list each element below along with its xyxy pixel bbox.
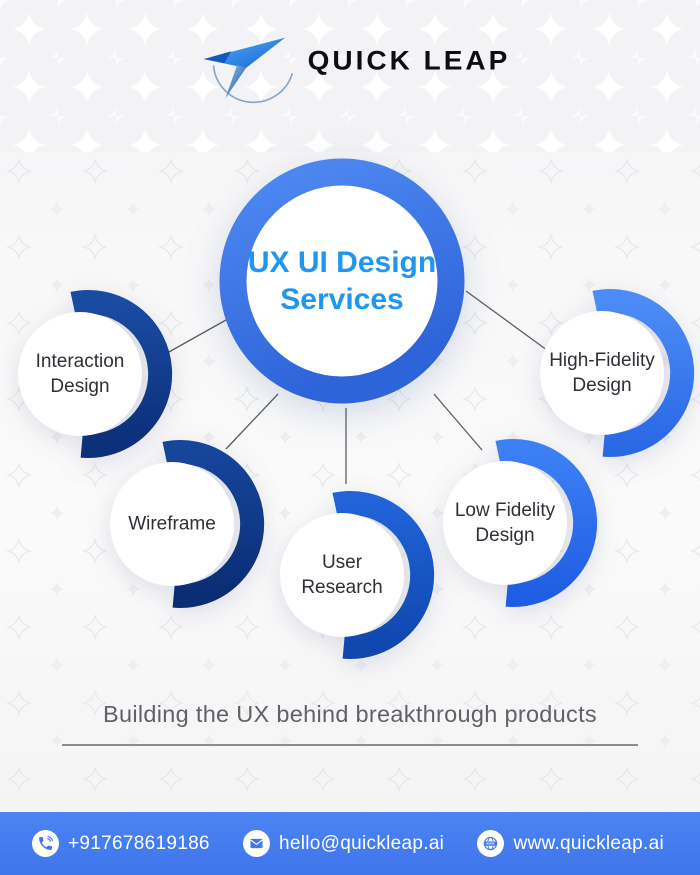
- node-label-line2: Design: [572, 375, 632, 396]
- paper-plane-swoosh-icon: [203, 37, 293, 104]
- contact-bar: +917678619186 hello@quickleap.ai www: [0, 812, 700, 875]
- node-label-line1: User: [321, 551, 363, 573]
- center-title-line2: Services: [280, 283, 404, 316]
- tagline: Building the UX behind breakthrough prod…: [103, 701, 597, 727]
- node-high-fidelity-design: High-Fidelity Design: [510, 273, 700, 473]
- globe-www-badge: www: [486, 842, 496, 846]
- website-contact[interactable]: www www.quickleap.ai: [477, 830, 664, 857]
- brand-wordmark: QUICK LEAP: [307, 45, 511, 76]
- node-label: Wireframe: [107, 511, 237, 536]
- node-wireframe: Wireframe: [80, 424, 280, 624]
- node-label-line2: Design: [475, 525, 535, 546]
- email-icon: [243, 830, 271, 857]
- node-label-line2: Design: [50, 376, 110, 397]
- node-low-fidelity-design: Low Fidelity Design: [413, 423, 613, 623]
- tagline-divider: [62, 744, 638, 746]
- brand-logo: QUICK LEAP: [0, 22, 700, 114]
- node-interaction-design: Interaction Design: [0, 274, 188, 474]
- center-title-line1: UX UI Design: [247, 245, 437, 279]
- email-contact[interactable]: hello@quickleap.ai: [243, 830, 444, 857]
- node-label: User Research: [277, 550, 407, 600]
- node-label-line2: Research: [301, 577, 383, 598]
- center-ring: [219, 158, 465, 404]
- center-title: UX UI Design Services: [207, 146, 477, 416]
- node-label-line1: Low Fidelity: [454, 499, 556, 521]
- node-arc-circle: [110, 440, 265, 608]
- node-user-research: User Research: [250, 475, 450, 675]
- node-arc-circle: [18, 290, 173, 458]
- node-label: High-Fidelity Design: [537, 348, 667, 398]
- node-arc-circle: [443, 439, 598, 607]
- node-label: Interaction Design: [15, 349, 145, 399]
- globe-icon: www: [477, 830, 505, 857]
- phone-number: +917678619186: [68, 832, 210, 854]
- node-label-line1: Wireframe: [128, 513, 216, 535]
- center-node: UX UI Design Services: [207, 146, 477, 416]
- phone-icon: [32, 830, 59, 857]
- phone-contact[interactable]: +917678619186: [32, 830, 210, 857]
- node-arc-circle: [280, 491, 435, 659]
- node-arc-circle: [540, 289, 695, 457]
- node-label-line1: Interaction: [35, 350, 125, 372]
- node-label: Low Fidelity Design: [440, 498, 570, 548]
- node-label-line1: High-Fidelity: [549, 349, 655, 371]
- website-url: www.quickleap.ai: [513, 832, 664, 854]
- email-address: hello@quickleap.ai: [279, 832, 445, 854]
